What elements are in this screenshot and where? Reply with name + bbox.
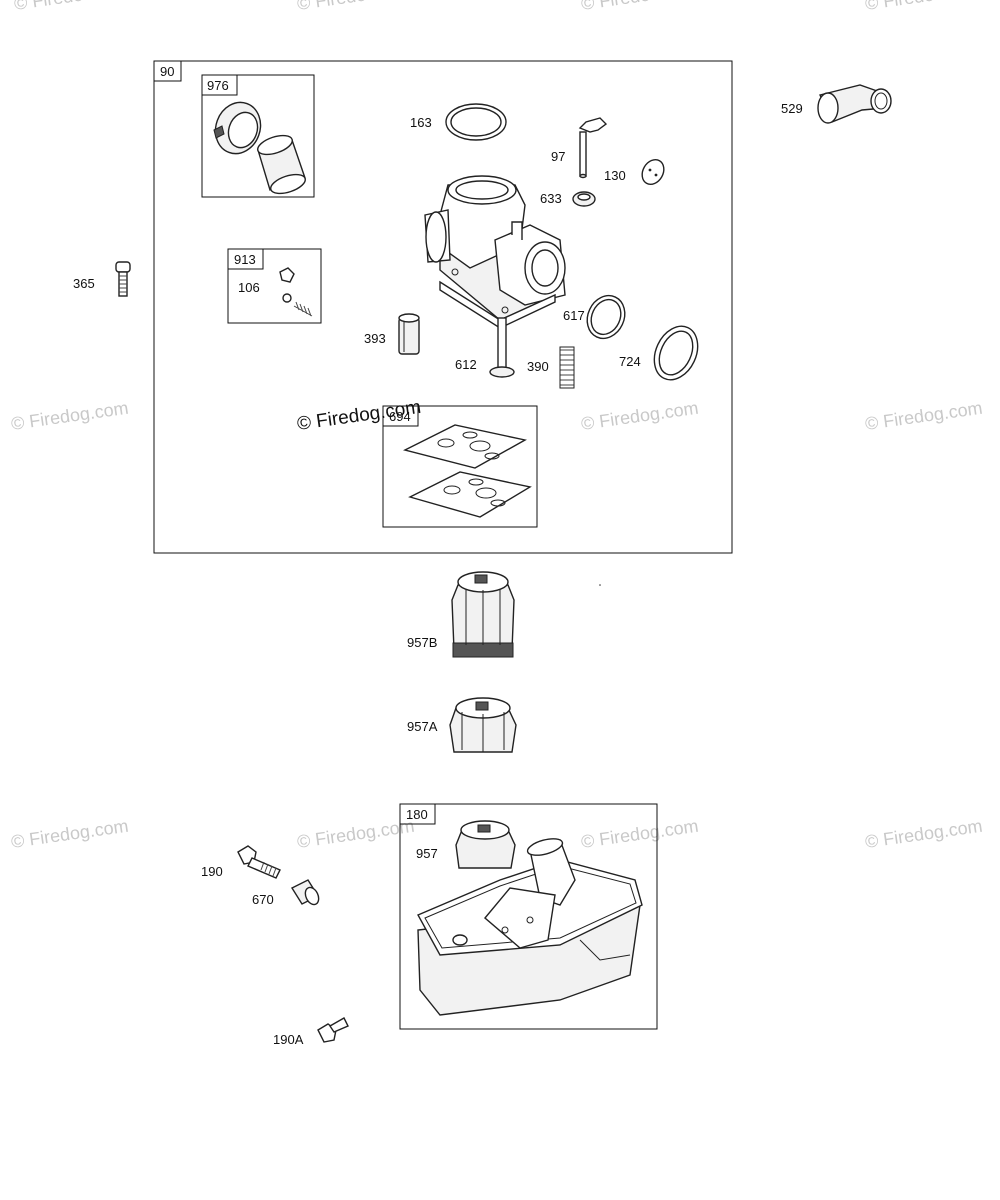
diaphragm-gasket-upper — [403, 424, 527, 469]
throttle-plate-part — [641, 158, 665, 186]
elbow-fitting-529 — [817, 84, 892, 124]
part-label-106: 106 — [238, 280, 260, 295]
watermark-top-center: © Firedo — [296, 0, 367, 14]
part-label-617: 617 — [563, 308, 585, 323]
part-label-670: 670 — [252, 892, 274, 907]
cylinder-part-393 — [398, 313, 420, 355]
watermark-mid-left: © Firedog.com — [10, 398, 130, 434]
needle-seat-part — [279, 267, 313, 317]
air-cleaner-element-part — [257, 134, 306, 195]
watermark-top-right: © Firedo — [580, 0, 651, 14]
part-label-633: 633 — [540, 191, 562, 206]
fuel-tank-part — [417, 838, 643, 1016]
part-label-957: 957 — [416, 846, 438, 861]
part-label-130: 130 — [604, 168, 626, 183]
carburetor-kit-tag — [153, 60, 182, 82]
part-label-365: 365 — [73, 276, 95, 291]
part-label-957A: 957A — [407, 719, 438, 734]
bolt-part-190 — [237, 845, 281, 879]
watermark-main: © Firedog.com — [296, 397, 423, 435]
part-label-612: 612 — [455, 357, 477, 372]
fuel-cap-957B — [451, 571, 515, 658]
fuel-tank-box — [399, 803, 658, 1030]
watermark-mid-right: © Firedog.com — [580, 398, 700, 434]
watermark-top-far-right: © Firedo — [864, 0, 935, 14]
seal-part-633 — [572, 191, 596, 207]
part-label-97: 97 — [551, 149, 565, 164]
needle-kit-tag — [227, 248, 264, 270]
watermark-top-left: © Firedo — [13, 0, 84, 14]
watermark-mid-far-right: © Firedog.com — [864, 398, 984, 434]
air-cleaner-kit-label: 976 — [207, 78, 229, 93]
watermark-low-left: © Firedog.com — [10, 816, 130, 852]
air-cleaner-ring-part — [213, 101, 262, 155]
watermark-low-far-right: © Firedog.com — [864, 816, 984, 852]
throttle-shaft-part — [578, 117, 608, 179]
o-ring-724 — [653, 325, 699, 381]
bolt-part-190A — [317, 1017, 349, 1043]
part-label-163: 163 — [410, 115, 432, 130]
gasket-ring-163 — [445, 103, 507, 141]
diaphragm-gasket-lower — [408, 471, 532, 518]
part-label-957B: 957B — [407, 635, 437, 650]
gasket-kit-box — [382, 405, 538, 528]
watermark-low-center: © Firedog.com — [296, 816, 416, 852]
fuel-tank-tag — [399, 803, 436, 825]
o-ring-617 — [586, 294, 626, 340]
part-label-390: 390 — [527, 359, 549, 374]
carburetor-body-part — [424, 175, 566, 330]
air-cleaner-kit-tag — [201, 74, 238, 96]
fuel-cap-957 — [455, 820, 516, 869]
part-label-393: 393 — [364, 331, 386, 346]
carburetor-kit-box — [153, 60, 733, 554]
gasket-kit-label: 694 — [389, 409, 411, 424]
screw-part-365 — [115, 261, 131, 297]
spacer-part-670 — [290, 879, 320, 906]
watermark-low-right: © Firedog.com — [580, 816, 700, 852]
part-label-190A: 190A — [273, 1032, 304, 1047]
part-label-529: 529 — [781, 101, 803, 116]
spring-part-390 — [559, 346, 575, 389]
carburetor-kit-label: 90 — [160, 64, 174, 79]
needle-kit-label: 913 — [234, 252, 256, 267]
part-label-724: 724 — [619, 354, 641, 369]
nozzle-part-612 — [489, 317, 515, 378]
speck — [599, 584, 601, 586]
air-cleaner-kit-box — [201, 74, 315, 198]
needle-kit-box — [227, 248, 322, 324]
fuel-tank-label: 180 — [406, 807, 428, 822]
fuel-cap-957A — [449, 697, 517, 753]
part-label-190: 190 — [201, 864, 223, 879]
gasket-kit-tag — [382, 405, 419, 427]
